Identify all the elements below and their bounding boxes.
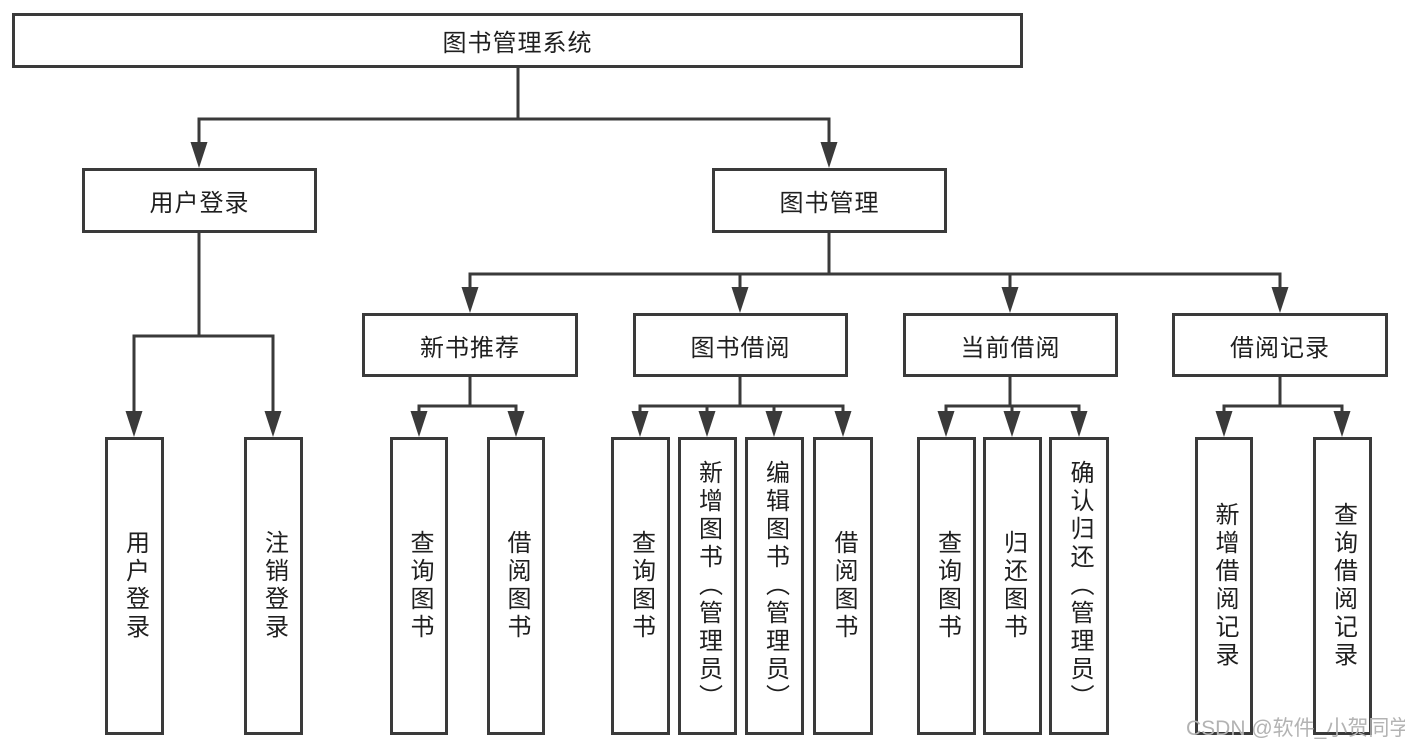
leaf-query-books-current: 查询图书 bbox=[917, 437, 976, 735]
node-user-login: 用户登录 bbox=[82, 168, 317, 233]
node-library-system: 图书管理系统 bbox=[12, 13, 1023, 68]
leaf-add-books-admin: 新增图书（管理员） bbox=[678, 437, 737, 735]
leaf-add-borrow-record: 新增借阅记录 bbox=[1195, 437, 1253, 735]
leaf-query-borrow-record: 查询借阅记录 bbox=[1313, 437, 1372, 735]
leaf-borrow-books: 借阅图书 bbox=[813, 437, 873, 735]
node-book-borrowing: 图书借阅 bbox=[633, 313, 848, 377]
leaf-query-books-recommend: 查询图书 bbox=[390, 437, 448, 735]
leaf-logout: 注销登录 bbox=[244, 437, 303, 735]
node-borrowing-records: 借阅记录 bbox=[1172, 313, 1388, 377]
leaf-edit-books-admin: 编辑图书（管理员） bbox=[745, 437, 804, 735]
watermark: CSDN @软件_小贺同学 bbox=[1186, 717, 1405, 740]
node-book-management: 图书管理 bbox=[712, 168, 947, 233]
leaf-user-login: 用户登录 bbox=[105, 437, 164, 735]
node-new-book-recommend: 新书推荐 bbox=[362, 313, 578, 377]
leaf-borrow-books-recommend: 借阅图书 bbox=[487, 437, 545, 735]
node-current-borrowing: 当前借阅 bbox=[903, 313, 1118, 377]
leaf-query-books-borrowing: 查询图书 bbox=[611, 437, 670, 735]
arrowheads bbox=[125, 142, 1351, 437]
leaf-confirm-return-admin: 确认归还（管理员） bbox=[1049, 437, 1109, 735]
leaf-return-books: 归还图书 bbox=[983, 437, 1042, 735]
